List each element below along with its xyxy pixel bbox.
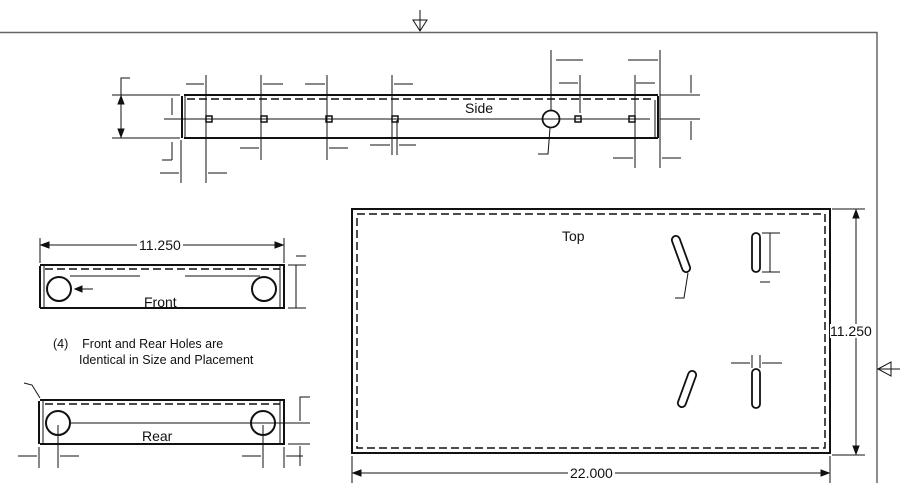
top-view <box>351 208 865 483</box>
side-view <box>112 50 700 183</box>
drawing-frame <box>0 31 878 483</box>
top-view-label: Top <box>562 228 585 244</box>
top-width-dimension: 22.000 <box>568 465 615 481</box>
holes-note-line2: Identical in Size and Placement <box>79 353 254 367</box>
front-view-label: Front <box>144 294 177 310</box>
rear-view <box>18 382 310 468</box>
holes-note-line1: (4) Front and Rear Holes are <box>53 337 224 351</box>
datum-triangle-left-icon <box>876 361 900 377</box>
datum-triangle-down-icon <box>412 10 428 32</box>
top-height-dimension: 11.250 <box>830 323 872 339</box>
rear-view-label: Rear <box>142 428 173 444</box>
holes-note: (4) Front and Rear Holes are Identical i… <box>53 336 253 368</box>
front-width-dimension: 11.250 <box>137 237 183 253</box>
side-view-label: Side <box>465 100 494 116</box>
